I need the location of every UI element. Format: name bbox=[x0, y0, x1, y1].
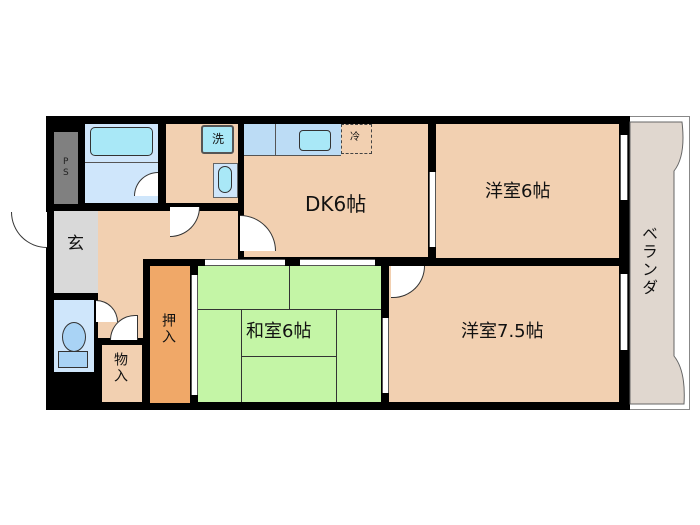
refrigerator-label: 冷 bbox=[350, 132, 360, 143]
closet-label: 押入 bbox=[160, 313, 176, 345]
tatami-seam bbox=[336, 309, 337, 402]
tatami-seam bbox=[241, 309, 242, 402]
sliding-door bbox=[205, 259, 245, 266]
entrance bbox=[54, 211, 98, 293]
fusuma bbox=[191, 303, 198, 331]
sliding-door bbox=[300, 259, 340, 266]
veranda bbox=[629, 121, 685, 405]
entrance-label: 玄 bbox=[67, 234, 84, 254]
sliding-door bbox=[340, 259, 375, 266]
bathtub bbox=[90, 127, 153, 156]
sliding-door bbox=[245, 259, 285, 266]
dk-label: DK6帖 bbox=[305, 192, 367, 216]
tatami-seam bbox=[198, 309, 381, 310]
window bbox=[620, 312, 628, 350]
sliding-door bbox=[382, 318, 389, 353]
western-room-7-5 bbox=[389, 266, 619, 402]
closet-oshiire bbox=[150, 266, 190, 403]
refrigerator-space bbox=[341, 124, 372, 154]
sliding-door bbox=[382, 353, 389, 393]
window bbox=[620, 274, 628, 312]
hallway bbox=[98, 211, 238, 259]
window bbox=[620, 135, 628, 167]
washing-machine bbox=[218, 166, 232, 193]
fusuma bbox=[191, 275, 198, 303]
washbasin bbox=[201, 125, 234, 154]
toilet-bowl bbox=[62, 322, 86, 352]
western-room-7-5-label: 洋室7.5帖 bbox=[461, 321, 544, 342]
fusuma bbox=[191, 331, 198, 359]
storage-label: 物入 bbox=[112, 352, 128, 384]
pipe-space-label: PS bbox=[63, 157, 69, 178]
toilet-tank bbox=[58, 351, 88, 368]
pipe-space bbox=[54, 132, 78, 204]
entry-door[interactable] bbox=[11, 212, 47, 248]
tatami-seam bbox=[289, 266, 290, 309]
western-room-6-label: 洋室6帖 bbox=[485, 181, 551, 202]
veranda-label: ベランダ bbox=[639, 225, 658, 297]
sliding-door bbox=[429, 207, 436, 247]
sliding-door bbox=[429, 172, 436, 207]
storage bbox=[102, 345, 142, 402]
tatami-seam bbox=[241, 356, 336, 357]
fusuma bbox=[191, 359, 198, 395]
japanese-room-label: 和室6帖 bbox=[246, 321, 312, 342]
washer-label: 洗 bbox=[212, 132, 225, 146]
bathroom-divider bbox=[85, 162, 158, 163]
western-room-6 bbox=[436, 124, 619, 258]
window bbox=[620, 167, 628, 200]
kitchen-sink bbox=[299, 130, 331, 151]
kitchen-counter-divider bbox=[275, 124, 276, 156]
